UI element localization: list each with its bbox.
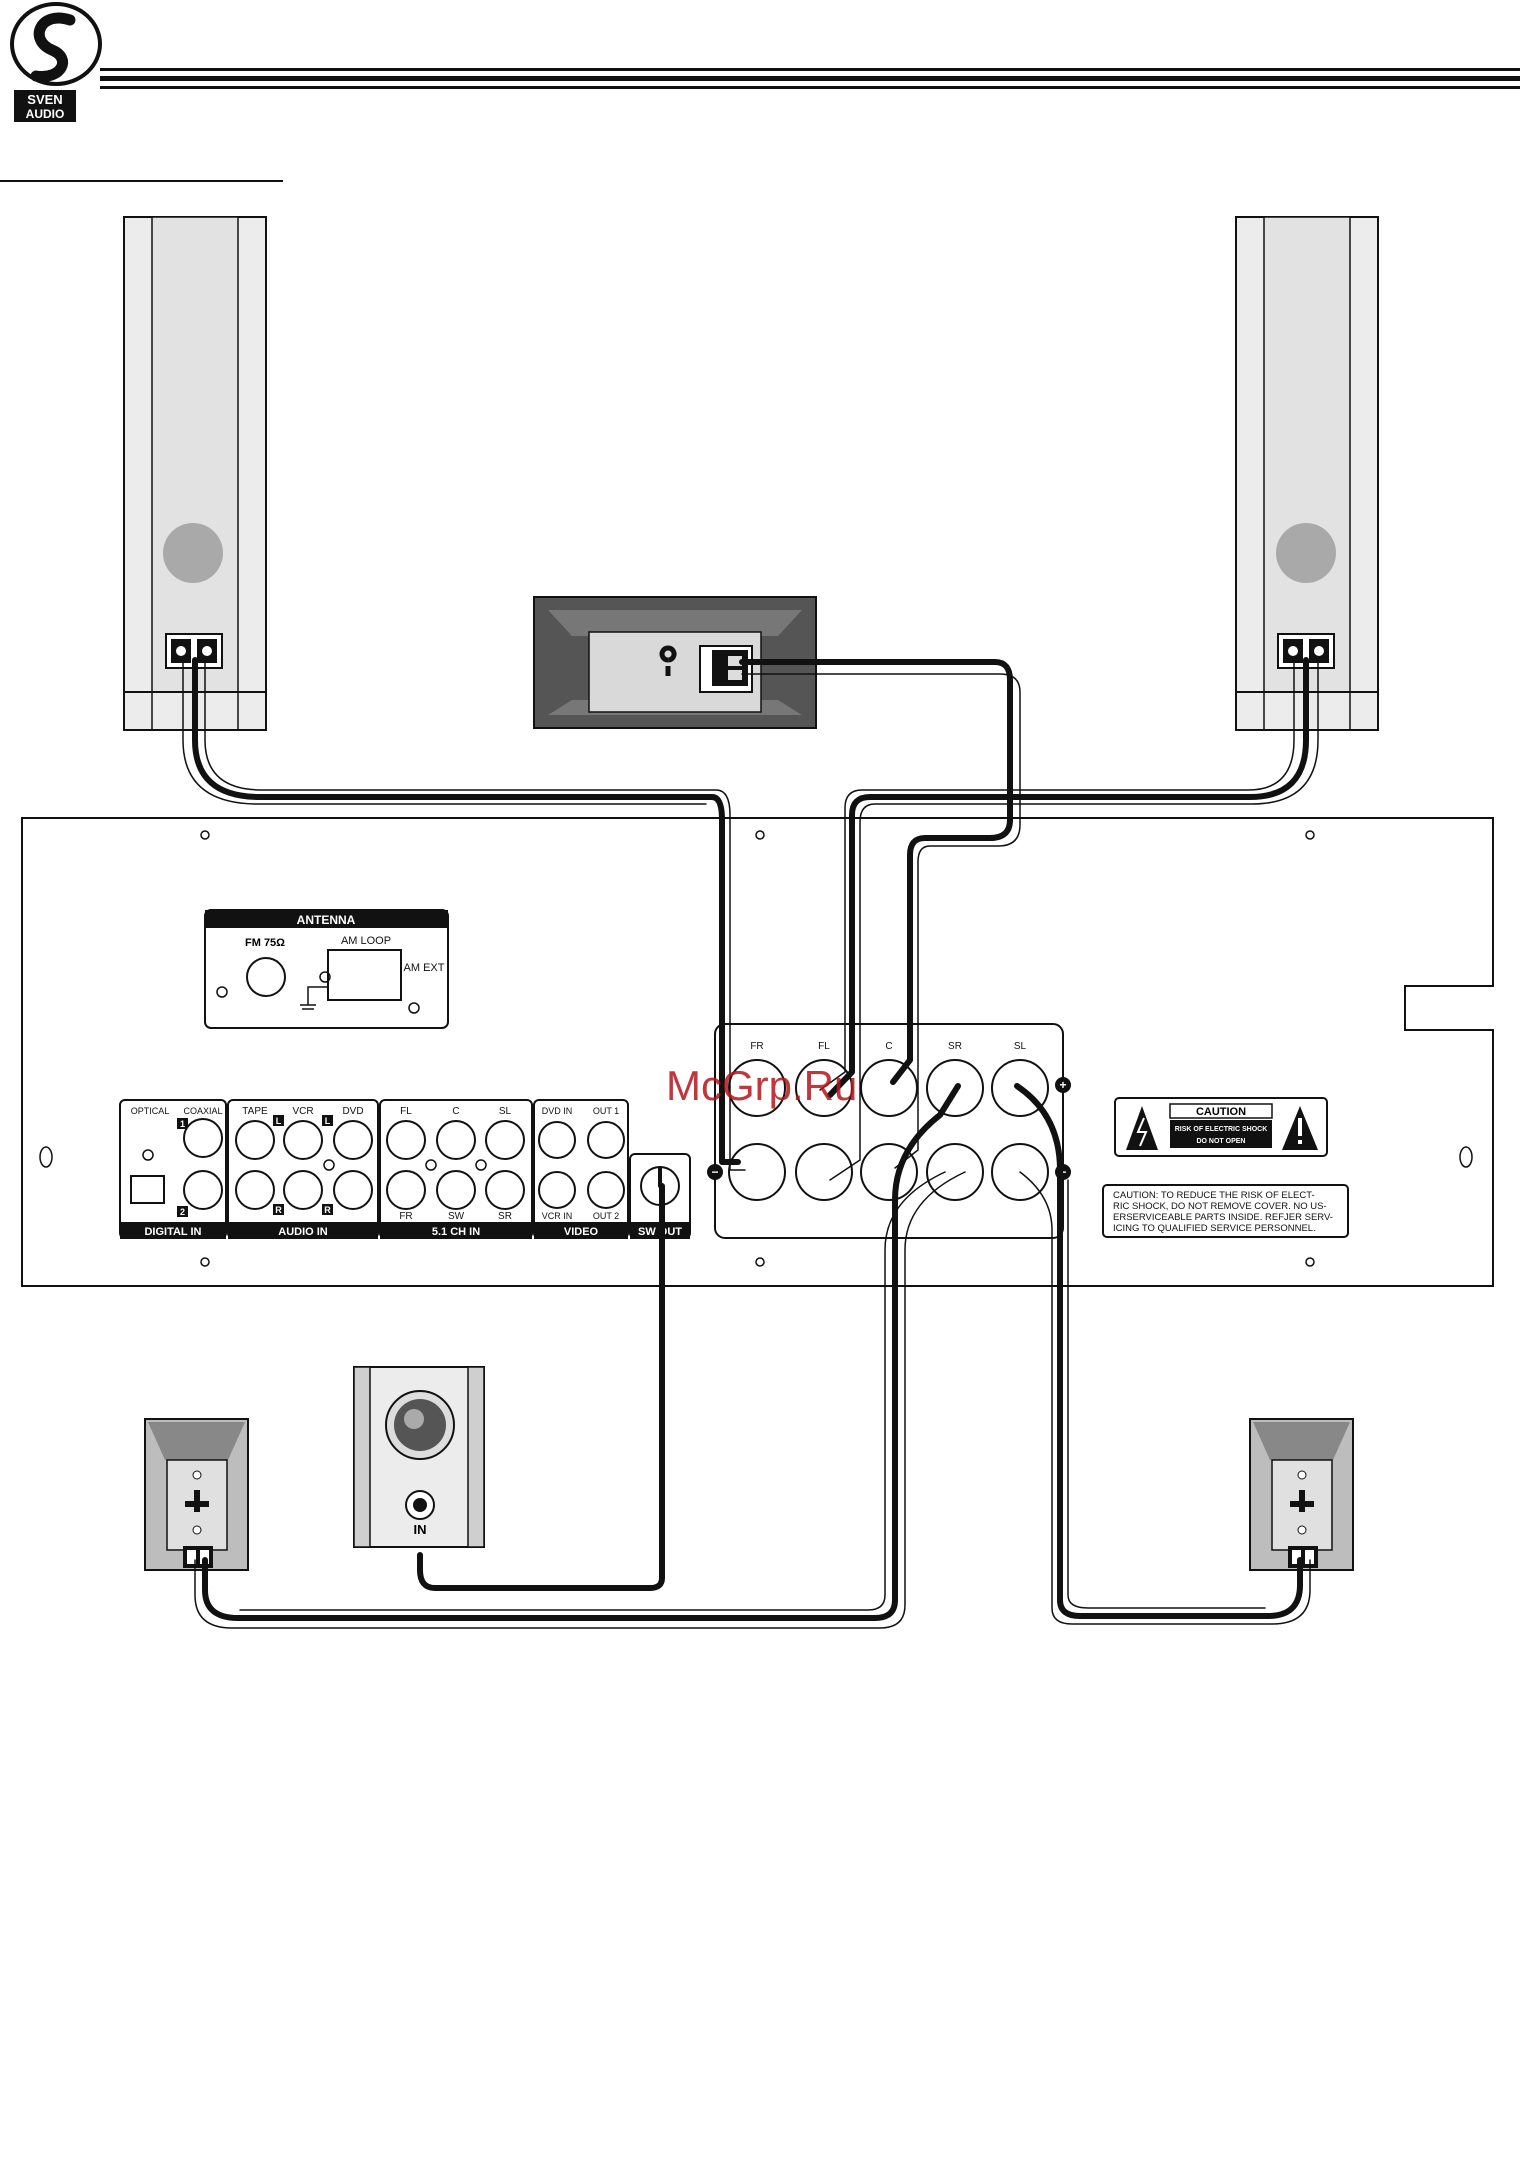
ch51-fr-jack[interactable] bbox=[386, 1170, 426, 1210]
front-left-speaker bbox=[123, 216, 267, 731]
audio-r-marker-2: R bbox=[324, 1205, 331, 1215]
caution-label: CAUTION RISK OF ELECTRIC SHOCK DO NOT OP… bbox=[1114, 1097, 1328, 1157]
video-vcr-in-jack[interactable] bbox=[538, 1171, 576, 1209]
logo-line1: SVEN bbox=[27, 92, 62, 107]
coaxial-1-number: 1 bbox=[180, 1119, 185, 1129]
video-out2-label: OUT 2 bbox=[593, 1211, 619, 1221]
coaxial-2-number: 2 bbox=[180, 1207, 185, 1217]
terminal-fr-minus[interactable] bbox=[728, 1143, 786, 1201]
am-loop-terminal[interactable] bbox=[327, 949, 402, 1001]
caution-text-box: CAUTION: TO REDUCE THE RISK OF ELECT- RI… bbox=[1102, 1184, 1349, 1238]
terminal-sr-minus[interactable] bbox=[926, 1143, 984, 1201]
tape-right-jack[interactable] bbox=[235, 1170, 275, 1210]
center-speaker bbox=[533, 596, 817, 729]
coaxial-1-jack[interactable] bbox=[183, 1118, 223, 1158]
ch51-in-block: 5.1 CH IN FL C SL FR SW SR bbox=[379, 1099, 533, 1239]
antenna-block: ANTENNA FM 75Ω AM LOOP AM EXT bbox=[204, 909, 449, 1029]
subwoofer-in-label: IN bbox=[414, 1522, 427, 1537]
audio-in-label: AUDIO IN bbox=[278, 1226, 328, 1238]
cable-front-left bbox=[182, 657, 746, 1171]
caution-title: CAUTION bbox=[1196, 1106, 1246, 1118]
audio-l-marker-1: L bbox=[276, 1116, 282, 1126]
speaker-cables bbox=[182, 657, 1319, 1629]
antenna-am-ext-label: AM EXT bbox=[404, 962, 445, 974]
vcr-right-jack[interactable] bbox=[283, 1170, 323, 1210]
tape-left-jack[interactable] bbox=[235, 1120, 275, 1160]
antenna-am-loop-label: AM LOOP bbox=[341, 935, 391, 947]
video-block: VIDEO DVD IN OUT 1 VCR IN OUT 2 bbox=[533, 1099, 629, 1239]
video-dvd-in-jack[interactable] bbox=[538, 1121, 576, 1159]
terminal-c-plus[interactable] bbox=[860, 1059, 918, 1117]
video-out1-label: OUT 1 bbox=[593, 1106, 619, 1116]
optical-input-jack[interactable] bbox=[130, 1175, 165, 1204]
caution-text-line2: RIC SHOCK, DO NOT REMOVE COVER. NO US- bbox=[1113, 1201, 1327, 1212]
logo-line2: AUDIO bbox=[26, 107, 65, 121]
ch51-sr-label: SR bbox=[498, 1211, 512, 1222]
surround-right-speaker bbox=[1249, 1418, 1354, 1571]
surround-left-speaker bbox=[144, 1418, 249, 1571]
terminal-fr-label: FR bbox=[750, 1041, 763, 1052]
cable-subwoofer bbox=[417, 1166, 665, 1591]
fm-antenna-jack[interactable] bbox=[246, 957, 286, 997]
terminal-fl-label: FL bbox=[818, 1041, 830, 1052]
ch51-sl-jack[interactable] bbox=[485, 1120, 525, 1160]
caution-text-line3: ERSERVICEABLE PARTS INSIDE. REFJER SERV- bbox=[1113, 1212, 1333, 1223]
front-right-speaker bbox=[1235, 216, 1379, 731]
digital-in-block: DIGITAL IN OPTICAL COAXIAL 1 2 bbox=[119, 1099, 227, 1239]
terminal-sr-label: SR bbox=[948, 1041, 962, 1052]
ch51-fl-jack[interactable] bbox=[386, 1120, 426, 1160]
ch51-fl-label: FL bbox=[400, 1106, 412, 1117]
coaxial-2-jack[interactable] bbox=[183, 1170, 223, 1210]
audio-in-block: AUDIO IN TAPE VCR DVD L L R R bbox=[227, 1099, 379, 1239]
sven-audio-logo: SVEN AUDIO bbox=[10, 2, 102, 122]
terminal-sl-label: SL bbox=[1014, 1041, 1027, 1052]
ch51-sw-label: SW bbox=[448, 1211, 465, 1222]
optical-label: OPTICAL bbox=[131, 1106, 170, 1116]
antenna-fm-label: FM 75Ω bbox=[245, 937, 285, 949]
video-out1-jack[interactable] bbox=[587, 1121, 625, 1159]
cable-surround-sr bbox=[194, 1083, 966, 1629]
ch51-fr-label: FR bbox=[399, 1211, 412, 1222]
antenna-title: ANTENNA bbox=[297, 913, 356, 927]
caution-text-line4: ICING TO QUALIFIED SERVICE PERSONNEL. bbox=[1113, 1223, 1316, 1234]
cable-front-right bbox=[819, 657, 1319, 1181]
video-dvd-in-label: DVD IN bbox=[542, 1106, 573, 1116]
header-rules bbox=[0, 68, 1520, 182]
ch51-sw-jack[interactable] bbox=[436, 1170, 476, 1210]
coaxial-label: COAXIAL bbox=[183, 1106, 222, 1116]
caution-line2: DO NOT OPEN bbox=[1196, 1138, 1245, 1145]
cable-surround-sl bbox=[1014, 1083, 1311, 1625]
terminal-minus-sign-left: − bbox=[711, 1165, 718, 1179]
ch51-in-label: 5.1 CH IN bbox=[432, 1226, 480, 1238]
vcr-label: VCR bbox=[292, 1106, 313, 1117]
dvd-label: DVD bbox=[342, 1106, 363, 1117]
video-vcr-in-label: VCR IN bbox=[542, 1211, 573, 1221]
dvd-left-jack[interactable] bbox=[333, 1120, 373, 1160]
ch51-c-label: C bbox=[452, 1106, 459, 1117]
watermark: McGrp.Ru bbox=[666, 1062, 857, 1109]
ch51-c-jack[interactable] bbox=[436, 1120, 476, 1160]
video-label: VIDEO bbox=[564, 1226, 599, 1238]
terminal-plus-sign: + bbox=[1059, 1078, 1066, 1092]
video-out2-jack[interactable] bbox=[587, 1171, 625, 1209]
terminal-fr-plus[interactable] bbox=[728, 1059, 786, 1117]
caution-text-line1: CAUTION: TO REDUCE THE RISK OF ELECT- bbox=[1113, 1190, 1315, 1201]
terminal-c-label: C bbox=[885, 1041, 892, 1052]
dvd-right-jack[interactable] bbox=[333, 1170, 373, 1210]
digital-in-label: DIGITAL IN bbox=[144, 1226, 201, 1238]
caution-line1: RISK OF ELECTRIC SHOCK bbox=[1175, 1126, 1268, 1133]
cable-center bbox=[739, 659, 1021, 1169]
ch51-sl-label: SL bbox=[499, 1106, 512, 1117]
audio-r-marker-1: R bbox=[275, 1205, 282, 1215]
vcr-left-jack[interactable] bbox=[283, 1120, 323, 1160]
tape-label: TAPE bbox=[242, 1106, 268, 1117]
speaker-terminals-block: FR FL C SR SL + − − bbox=[707, 1023, 1071, 1239]
subwoofer: IN bbox=[353, 1366, 485, 1548]
terminal-fl-minus[interactable] bbox=[795, 1143, 853, 1201]
audio-l-marker-2: L bbox=[325, 1116, 331, 1126]
ch51-sr-jack[interactable] bbox=[485, 1170, 525, 1210]
